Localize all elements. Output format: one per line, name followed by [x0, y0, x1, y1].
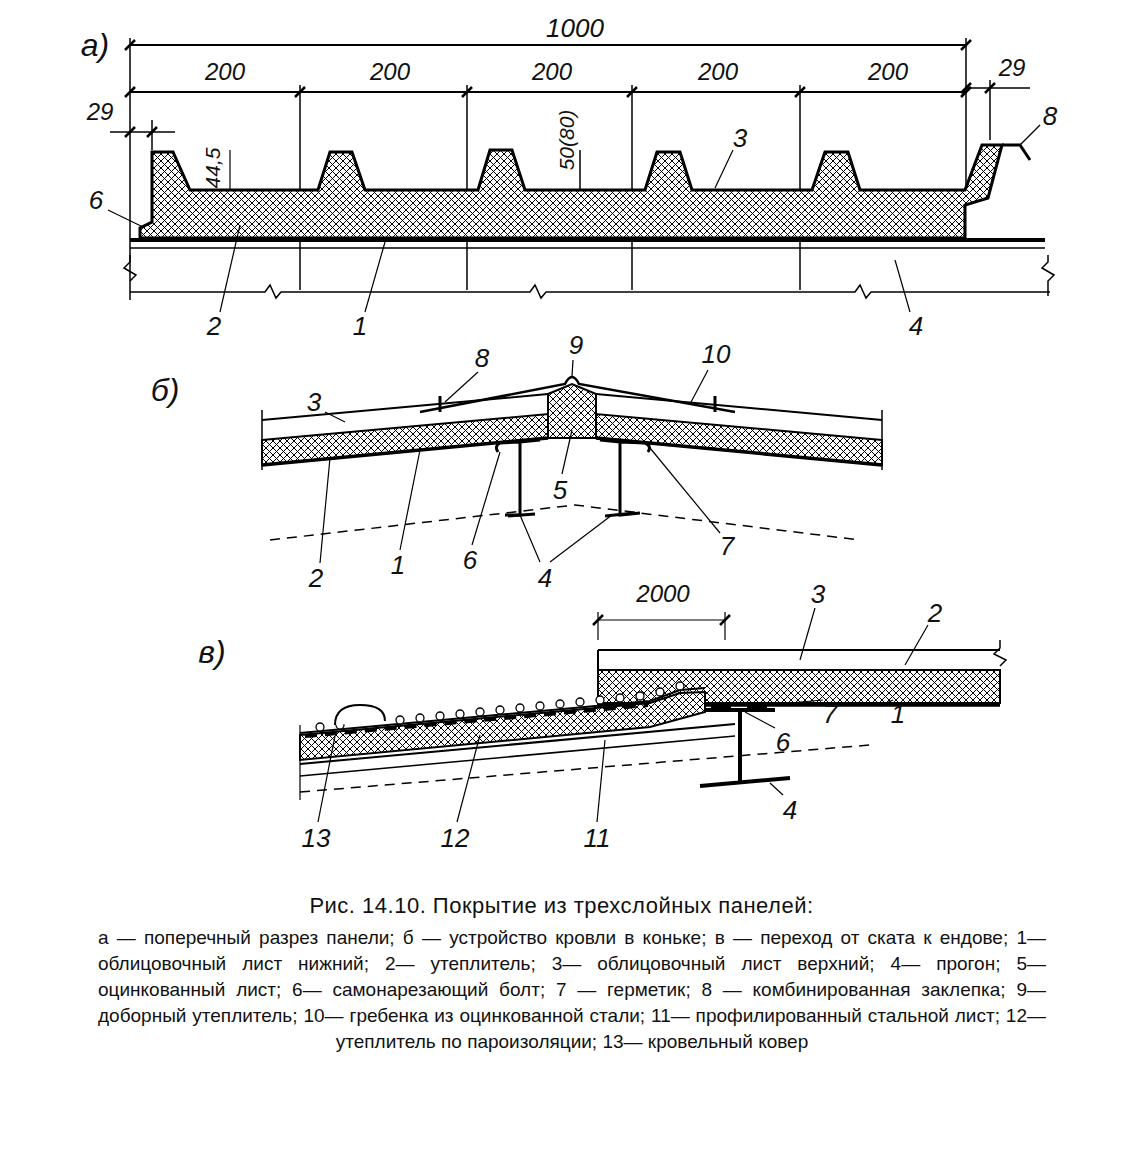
callout-number: 13 [300, 825, 333, 851]
callout-number: 7 [821, 701, 839, 727]
panel-section [108, 38, 1054, 312]
dimension-text: 200 [696, 60, 740, 84]
callout-number: 2 [205, 313, 223, 339]
dimension-text: 200 [368, 60, 412, 84]
caption-legend-text: а — поперечный разрез панели; б — устрой… [98, 925, 1046, 1055]
dimension-text: 1000 [544, 15, 606, 41]
ridge-section [262, 360, 882, 563]
callout-number: 5 [551, 477, 569, 503]
callout-number: 10 [700, 341, 733, 367]
callout-number: 6 [461, 547, 479, 573]
dimension-text: 200 [203, 60, 247, 84]
callout-number: 3 [731, 125, 749, 151]
callout-number: 6 [87, 187, 105, 213]
panel-letter: в) [196, 636, 227, 668]
callout-number: 12 [439, 825, 472, 851]
callout-number: 4 [536, 565, 554, 591]
callout-number: 1 [389, 552, 407, 578]
panel-letter: б) [149, 374, 182, 406]
callout-number: 7 [718, 533, 736, 559]
panel-letter: а) [79, 29, 111, 61]
callout-number: 8 [473, 345, 491, 371]
dimension-text: 200 [530, 60, 574, 84]
callout-number: 1 [351, 313, 369, 339]
dimension-text: 44,5 [202, 146, 223, 191]
callout-number: 9 [567, 332, 585, 358]
callout-number: 4 [907, 313, 925, 339]
valley-section [300, 608, 1006, 822]
callout-number: 3 [809, 581, 827, 607]
dimension-text: 2000 [634, 582, 691, 606]
figure-caption: Рис. 14.10. Покрытие из трехслойных пане… [0, 893, 1123, 919]
callout-number: 4 [781, 797, 799, 823]
callout-number: 2 [926, 600, 944, 626]
callout-number: 8 [1041, 103, 1059, 129]
panel-letter: 50(80) [556, 108, 577, 173]
dimension-text: 29 [997, 56, 1028, 80]
dimension-text: 29 [85, 100, 116, 124]
callout-number: 2 [307, 565, 325, 591]
callout-number: 3 [305, 389, 323, 415]
dimension-text: 200 [866, 60, 910, 84]
callout-number: 1 [889, 701, 907, 727]
callout-number: 6 [774, 729, 792, 755]
callout-number: 11 [582, 825, 613, 851]
